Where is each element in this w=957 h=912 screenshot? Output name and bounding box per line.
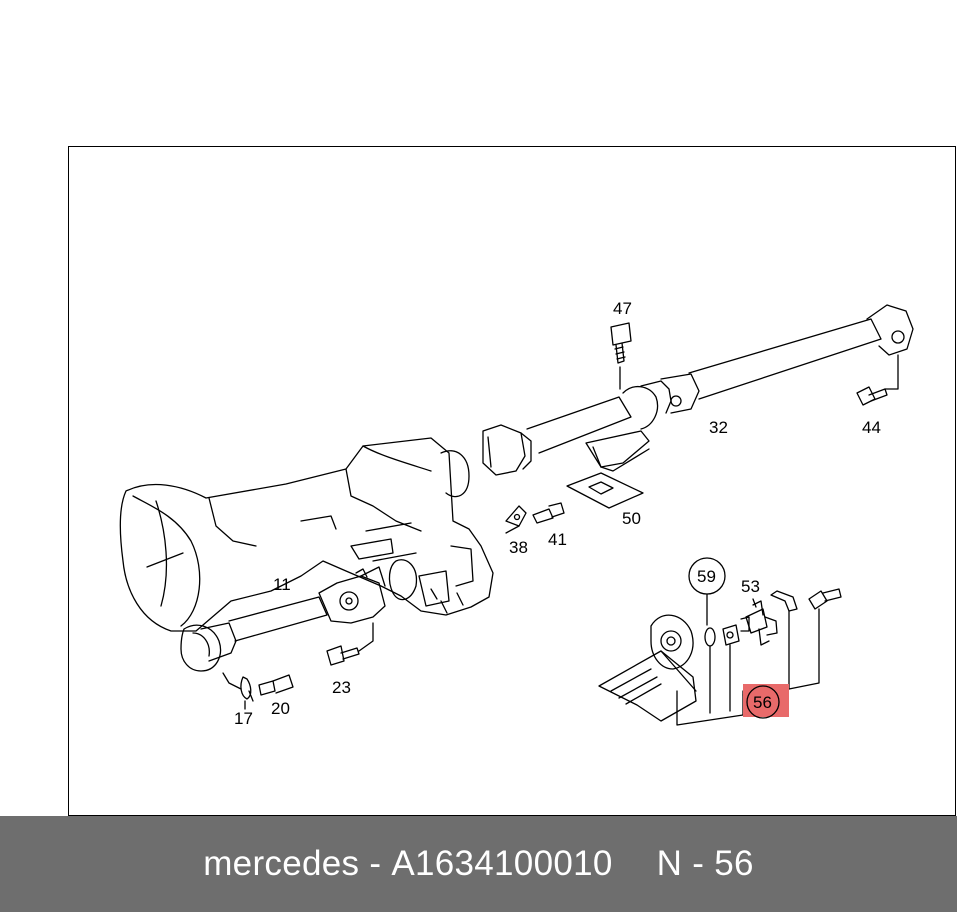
callout-circle-59 xyxy=(688,557,726,595)
bolt-top-right xyxy=(808,588,842,610)
center-bearing-assembly-56 xyxy=(598,614,697,722)
front-propeller-shaft-11 xyxy=(180,566,386,672)
footer-bar: mercedes - A1634100010 N - 56 xyxy=(0,816,957,912)
universal-joint-53 xyxy=(740,600,778,646)
brand-separator: - xyxy=(369,844,382,883)
bolt-20 xyxy=(258,674,294,696)
washer-59 xyxy=(704,627,716,647)
callout-circle-56 xyxy=(746,685,780,719)
callout-53: 53 xyxy=(741,577,760,596)
bolt-41 xyxy=(532,502,565,524)
brand-name: mercedes xyxy=(203,844,360,883)
washer-17 xyxy=(222,672,252,700)
part-number: A1634100010 xyxy=(391,844,613,883)
bolt-47 xyxy=(610,322,632,364)
bracket-clip xyxy=(770,590,798,612)
rear-propeller-shaft-32 xyxy=(482,304,914,476)
ref-prefix: N xyxy=(656,844,683,883)
callout-23: 23 xyxy=(332,678,351,697)
callout-59: 59 xyxy=(697,567,716,586)
leader-lines xyxy=(244,366,621,710)
ref-separator: - xyxy=(692,844,705,883)
callout-56: 56 xyxy=(753,693,772,712)
shim-plate-50 xyxy=(566,472,644,509)
intermediate-bearing-bracket xyxy=(585,430,650,472)
exploded-drivetrain-diagram: 47 32 44 50 41 38 11 23 17 20 59 53 56 xyxy=(119,299,914,728)
nut xyxy=(722,624,740,646)
callout-20: 20 xyxy=(271,699,290,718)
callout-41: 41 xyxy=(548,530,567,549)
bolt-44 xyxy=(856,354,899,406)
callout-50: 50 xyxy=(622,509,641,528)
parts-diagram-frame: 47 32 44 50 41 38 11 23 17 20 59 53 56 xyxy=(68,146,956,816)
ref-number: 56 xyxy=(714,844,754,883)
transmission-housing xyxy=(119,437,494,632)
callout-17: 17 xyxy=(234,709,253,728)
part-38-clip xyxy=(505,505,527,534)
callout-47: 47 xyxy=(613,299,632,318)
callout-32: 32 xyxy=(709,418,728,437)
footer-caption: mercedes - A1634100010 N - 56 xyxy=(0,816,957,912)
callout-11: 11 xyxy=(273,575,291,594)
bolt-23 xyxy=(326,622,374,666)
callout-38: 38 xyxy=(509,538,528,557)
callout-44: 44 xyxy=(862,418,881,437)
